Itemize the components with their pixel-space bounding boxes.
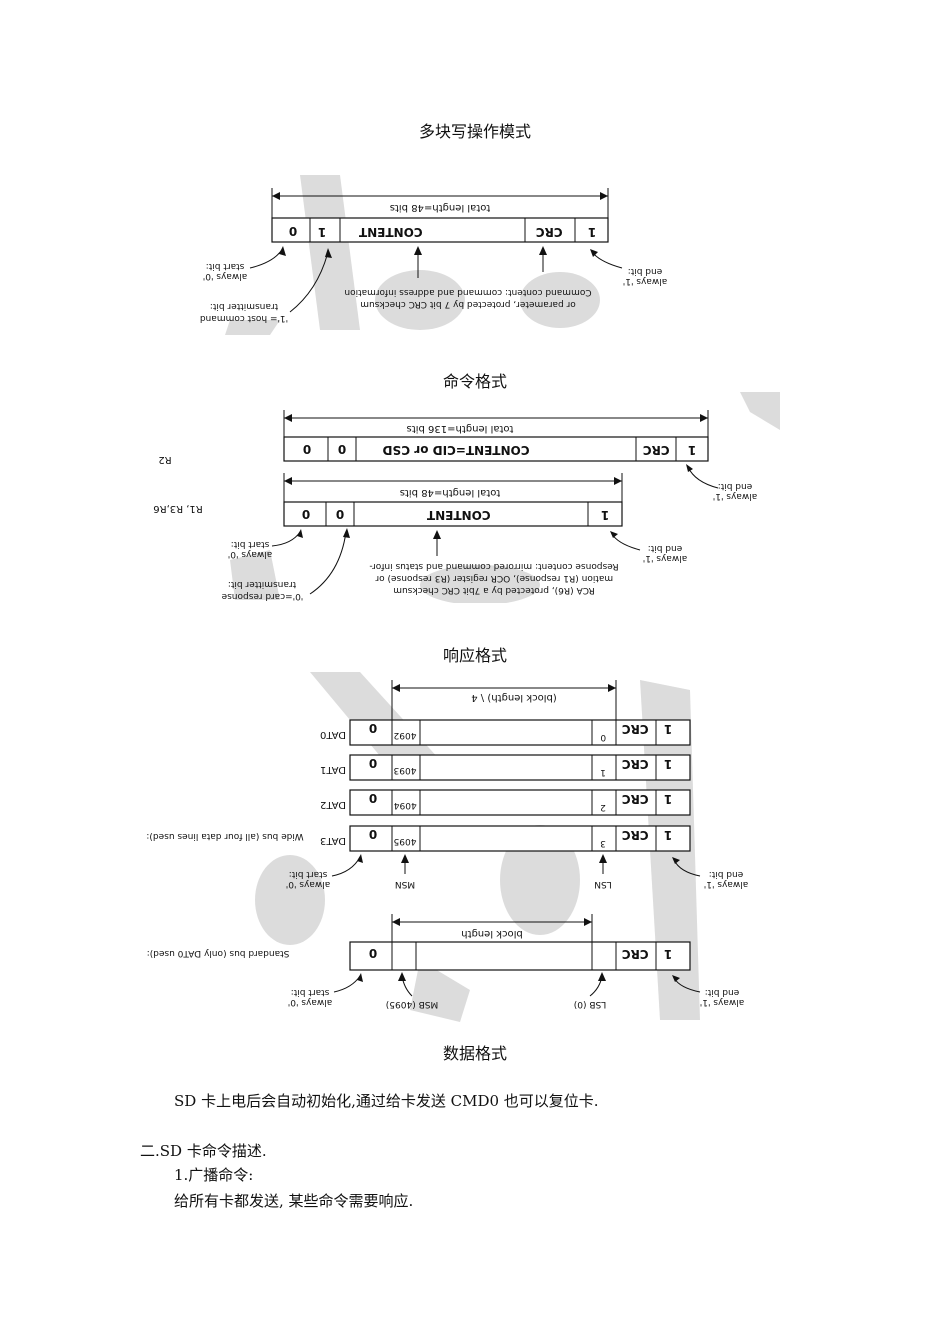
svg-text:1: 1: [688, 443, 696, 457]
svg-text:mation (R1 response), OCR regi: mation (R1 response), OCR register (R3 r…: [375, 573, 613, 583]
svg-text:3: 3: [600, 838, 606, 848]
svg-text:0: 0: [303, 443, 311, 457]
svg-text:1: 1: [664, 828, 672, 842]
svg-text:0: 0: [369, 792, 377, 806]
r2-label: R2: [158, 454, 171, 465]
dat1-row: DAT1 0 4093 1 CRC 1: [320, 754, 691, 781]
svg-text:always '1': always '1': [643, 553, 687, 563]
svg-text:always '0': always '0': [228, 549, 272, 559]
caption-command-format: 命令格式: [442, 372, 507, 391]
svg-text:1: 1: [664, 722, 672, 736]
svg-text:1: 1: [664, 792, 672, 806]
svg-text:start bit:: start bit:: [231, 539, 270, 549]
msn-label: MSN: [395, 879, 415, 889]
total-length-label: total length=48 bits: [390, 202, 490, 213]
lsb-label: LSB (0): [574, 999, 607, 1009]
svg-text:always '0': always '0': [203, 271, 247, 281]
svg-text:RCA (R6), protected by a 7bit: RCA (R6), protected by a 7bit CRC checks…: [393, 585, 595, 595]
response-content-label: Response content: mirrored command and s…: [369, 561, 618, 571]
wide-block-length: (block length) \ 4: [471, 692, 556, 703]
r2-content-field: CONTENT=CID or CSD: [382, 443, 529, 457]
crc-field: CRC: [536, 225, 563, 239]
svg-text:CRC: CRC: [622, 722, 649, 736]
svg-text:0: 0: [369, 757, 377, 771]
subsection-heading: 1.广播命令:: [174, 1166, 254, 1184]
svg-text:4094: 4094: [394, 800, 417, 810]
svg-text:DAT2: DAT2: [320, 799, 346, 810]
start-bit-label: start bit:: [206, 261, 245, 271]
r2-crc-field: CRC: [643, 443, 670, 457]
svg-text:4092: 4092: [394, 730, 417, 740]
watermark: [230, 392, 780, 603]
svg-text:always '1': always '1': [623, 276, 667, 286]
svg-text:end bit:: end bit:: [718, 481, 753, 491]
watermark: [225, 175, 600, 335]
svg-text:always '1': always '1': [713, 491, 757, 501]
paragraph-broadcast: 给所有卡都发送, 某些命令需要响应.: [174, 1192, 414, 1210]
svg-text:0: 0: [302, 508, 310, 522]
response-format-diagram: total length=136 bits 0 0 CONTENT=CID or…: [153, 392, 780, 603]
transmitter-bit-value: 1: [318, 225, 326, 239]
lsn-label: LSN: [594, 879, 611, 889]
svg-text:DAT0: DAT0: [320, 729, 346, 740]
section-heading: 二.SD 卡命令描述.: [140, 1142, 267, 1160]
svg-text:4093: 4093: [394, 765, 417, 775]
end-bit-label: end bit:: [628, 266, 663, 276]
svg-text:always '1': always '1': [700, 997, 744, 1007]
svg-text:always '0': always '0': [286, 879, 330, 889]
standard-bus-row: 0 CRC 1: [349, 941, 691, 971]
svg-text:end bit:: end bit:: [648, 543, 683, 553]
svg-text:CRC: CRC: [622, 828, 649, 842]
svg-text:0: 0: [336, 508, 344, 522]
msb-label: MSB (4095): [386, 999, 438, 1009]
caption-multi-block-write: 多块写操作模式: [418, 122, 531, 141]
svg-text:'0'=card response: '0'=card response: [221, 591, 303, 601]
start-bit-value: 0: [289, 225, 297, 239]
svg-text:start bit:: start bit:: [291, 987, 330, 997]
svg-text:2: 2: [600, 802, 606, 812]
caption-response-format: 响应格式: [442, 646, 507, 665]
caption-data-format: 数据格式: [442, 1044, 507, 1063]
svg-text:always '0': always '0': [288, 997, 332, 1007]
command-format-diagram: total length=48 bits 0 1 CONTENT CRC 1 s…: [200, 175, 667, 335]
svg-text:0: 0: [600, 732, 606, 742]
svg-text:0: 0: [369, 947, 377, 961]
svg-text:or parameter, protected by 7 b: or parameter, protected by 7 bit CRC che…: [360, 299, 576, 309]
svg-text:end bit:: end bit:: [705, 987, 740, 997]
svg-text:'1'= host command: '1'= host command: [200, 313, 288, 323]
r2-total-length: total length=136 bits: [407, 423, 514, 434]
svg-text:end bit:: end bit:: [709, 869, 744, 879]
svg-text:0: 0: [369, 828, 377, 842]
data-format-diagram: (block length) \ 4 DAT0 0 4092 0 CRC 1 D…: [146, 672, 748, 1022]
svg-text:1: 1: [664, 757, 672, 771]
paragraph-reset: SD 卡上电后会自动初始化,通过给卡发送 CMD0 也可以复位卡.: [174, 1092, 599, 1110]
transmitter-bit-label: transmitter bit:: [210, 301, 278, 311]
svg-text:transmitter bit:: transmitter bit:: [228, 579, 296, 589]
svg-text:DAT3: DAT3: [320, 835, 346, 846]
dat0-row: DAT0 0 4092 0 CRC 1: [320, 719, 691, 746]
svg-text:0: 0: [369, 722, 377, 736]
svg-text:1: 1: [600, 767, 606, 777]
svg-text:CRC: CRC: [622, 757, 649, 771]
end-bit-value: 1: [588, 225, 596, 239]
std-block-length: block length: [461, 928, 523, 939]
svg-text:always '1': always '1': [704, 879, 748, 889]
svg-text:start bit:: start bit:: [289, 869, 328, 879]
dat2-row: DAT2 0 4094 2 CRC 1: [320, 789, 691, 816]
r1-content-field: CONTENT: [426, 508, 490, 522]
content-field: CONTENT: [358, 225, 422, 239]
svg-text:CRC: CRC: [622, 947, 649, 961]
command-content-label: Command content: command and address inf…: [344, 287, 591, 297]
r1-label: R1, R3,R6: [153, 503, 202, 514]
standard-bus-label: Standard bus (only DAT0 used):: [147, 948, 290, 958]
r1-total-length: total length=48 bits: [400, 487, 500, 498]
svg-text:CRC: CRC: [622, 792, 649, 806]
wide-bus-label: Wide bus (all four data lines used):: [146, 831, 303, 841]
dat3-row: DAT3 0 4095 3 CRC 1: [320, 825, 691, 852]
svg-text:1: 1: [601, 508, 609, 522]
svg-text:0: 0: [338, 443, 346, 457]
svg-text:1: 1: [664, 947, 672, 961]
svg-text:4095: 4095: [394, 836, 417, 846]
svg-text:DAT1: DAT1: [320, 764, 346, 775]
